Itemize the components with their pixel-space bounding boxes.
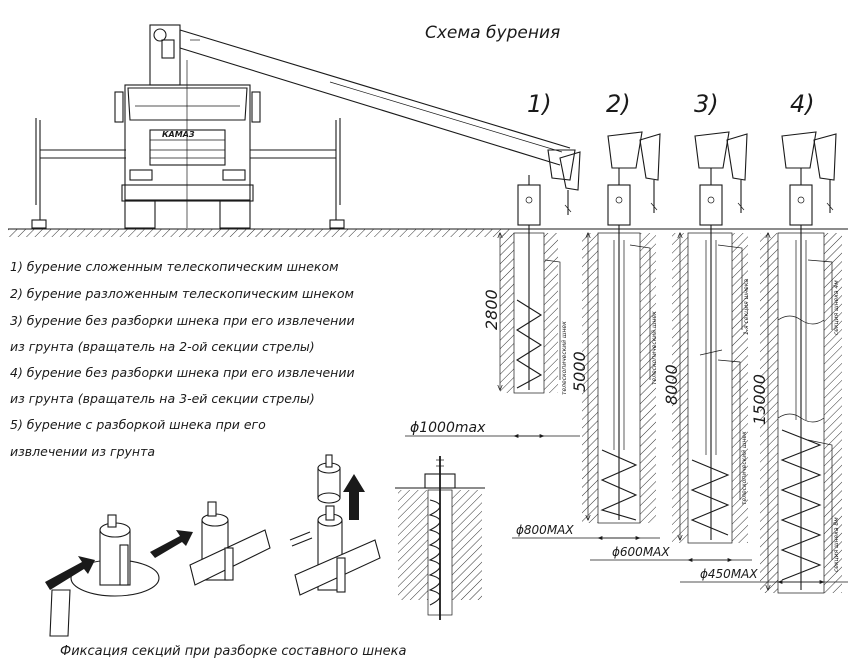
dimension-8000: 8000 [662, 364, 681, 405]
diameter-600: ϕ600MAX [612, 545, 670, 559]
auger-label-4a: секция шнека 4м [833, 280, 840, 335]
auger-label-1: телескопический шнек [561, 321, 568, 395]
auger-label-3b: телескопический шнек [741, 431, 748, 505]
arrow-icon [45, 556, 95, 590]
description-line-1: 1) бурение сложенным телескопическим шне… [10, 259, 339, 274]
mode-label-4: 4) [790, 90, 815, 118]
description-line-5: 4) бурение без разборки шнека при его из… [10, 365, 355, 380]
mode-descriptions: 1) бурение сложенным телескопическим шне… [10, 259, 355, 459]
diameter-450: ϕ450MAX [700, 567, 758, 581]
truck-front-view: КАМАЗ [8, 24, 512, 237]
dimension-lines [405, 233, 848, 590]
diameter-800: ϕ800MAX [516, 523, 574, 537]
auger-label-2: телескопический шнек [651, 311, 658, 385]
auger-label-4b: секция шнека 8м [833, 517, 840, 572]
dimension-5000: 5000 [570, 351, 589, 392]
mode-label-3: 3) [694, 90, 719, 118]
arrow-icon [150, 530, 193, 558]
crane-boom [179, 29, 571, 166]
sectional-auger-hole [395, 456, 485, 620]
mode-label-2: 2) [606, 90, 631, 118]
section-fixation-illustrations [45, 454, 381, 637]
description-line-3: 3) бурение без разборки шнека при его из… [10, 313, 355, 328]
drill-heads [517, 131, 837, 226]
description-line-8: извлечении из грунта [10, 444, 155, 459]
description-line-4: из грунта (вращатель на 2-ой секции стре… [10, 339, 315, 354]
truck-badge: КАМАЗ [162, 130, 195, 139]
scheme-title: Схема бурения [425, 23, 560, 43]
description-line-6: из грунта (вращатель на 3-ей секции стре… [10, 391, 315, 406]
mode-label-1: 1) [527, 90, 552, 118]
diameter-1000: ϕ1000max [410, 420, 486, 436]
dimension-2800: 2800 [482, 289, 501, 330]
fixation-caption: Фиксация секций при разборке составного … [60, 644, 406, 659]
dimension-15000: 15000 [750, 374, 769, 425]
description-line-2: 2) бурение разложенным телескопическим ш… [10, 286, 354, 301]
auger-label-3a: 1-я секция шнека [743, 279, 750, 335]
description-line-7: 5) бурение с разборкой шнека при его [10, 417, 266, 432]
arrow-up-icon [343, 474, 365, 520]
